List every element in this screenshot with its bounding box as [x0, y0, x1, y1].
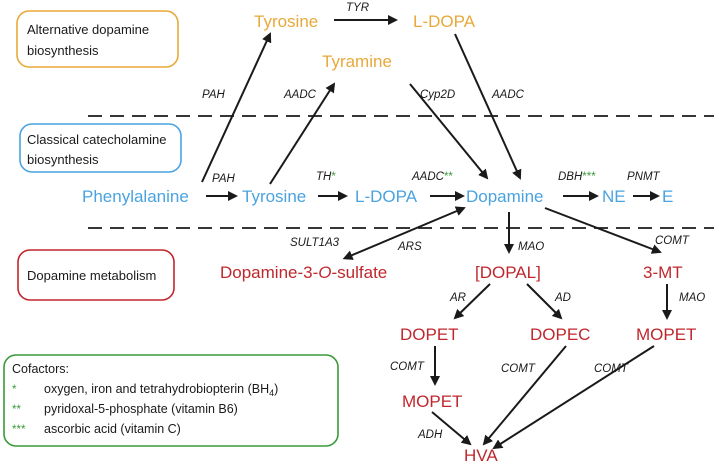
arrow-tyramine-to-dopamine — [409, 83, 489, 180]
alternative-section-box — [16, 10, 179, 68]
node-tyrosine: Tyrosine — [242, 187, 306, 206]
arrow-dopamine-sulfate-bidirectional — [342, 206, 466, 260]
enzyme-dbh: DBH*** — [558, 171, 596, 183]
alternative-label-line1: Alternative dopamine — [27, 22, 149, 37]
node-ldopa: L-DOPA — [355, 187, 418, 206]
node-tyrosine-alt: Tyrosine — [254, 12, 318, 31]
cofactor-3-stars: *** — [12, 424, 26, 436]
arrow-dopal-to-dopec — [526, 283, 563, 320]
cofactor-2-stars: ** — [12, 404, 21, 416]
enzyme-mao-1: MAO — [518, 241, 544, 253]
enzyme-comt-3: COMT — [501, 363, 536, 375]
cofactor-2-text: pyridoxal-5-phosphate (vitamin B6) — [44, 402, 238, 416]
arrow-phenylalanine-to-tyrosine-alt — [201, 32, 272, 183]
arrow-mopet-left-to-hva — [431, 411, 472, 446]
node-mopet-left: MOPET — [402, 392, 462, 411]
enzyme-tyr: TYR — [346, 2, 369, 14]
node-dopamine: Dopamine — [466, 187, 544, 206]
arrow-dopal-to-dopet — [453, 283, 491, 320]
node-phenylalanine: Phenylalanine — [82, 187, 189, 206]
enzyme-comt-2: COMT — [390, 361, 425, 373]
node-hva: HVA — [464, 446, 498, 463]
enzyme-ar: AR — [449, 292, 466, 304]
cofactors-title: Cofactors: — [12, 362, 69, 376]
enzyme-ad: AD — [554, 292, 571, 304]
arrow-ldopa-alt-to-dopamine — [454, 33, 522, 180]
enzyme-cyp2d: Cyp2D — [420, 89, 455, 101]
enzyme-comt-4: COMT — [594, 363, 629, 375]
alternative-label-line2: biosynthesis — [27, 43, 99, 58]
metabolism-label: Dopamine metabolism — [27, 268, 156, 283]
node-e: E — [662, 187, 673, 206]
node-dopamine-3-o-sulfate: Dopamine-3-O-sulfate — [220, 263, 387, 282]
classical-label-line2: biosynthesis — [27, 152, 99, 167]
arrow-mopet-right-to-hva — [492, 345, 655, 450]
enzyme-comt-1: COMT — [655, 235, 690, 247]
node-3mt: 3-MT — [643, 263, 683, 282]
enzyme-pah: PAH — [212, 173, 235, 185]
enzyme-ars: ARS — [397, 241, 422, 253]
enzyme-aadc: AADC** — [411, 171, 453, 183]
arrow-dopec-to-hva — [482, 345, 567, 446]
enzyme-pnmt: PNMT — [627, 171, 661, 183]
arrow-dopamine-to-3mt — [544, 207, 662, 254]
enzyme-aadc-alt1: AADC — [283, 89, 317, 101]
enzyme-pah-alt: PAH — [202, 89, 225, 101]
node-dopec: DOPEC — [530, 325, 590, 344]
metabolism-section-box — [17, 249, 175, 301]
cofactor-1-text: oxygen, iron and tetrahydrobiopterin (BH… — [44, 382, 278, 398]
classical-label-line1: Classical catecholamine — [27, 132, 166, 147]
node-ne: NE — [602, 187, 626, 206]
enzyme-adh: ADH — [417, 429, 443, 441]
enzyme-th: TH* — [316, 171, 336, 183]
enzyme-sult1a3: SULT1A3 — [290, 237, 340, 249]
node-dopal: [DOPAL] — [475, 263, 541, 282]
node-ldopa-alt: L-DOPA — [413, 12, 476, 31]
node-dopet: DOPET — [400, 325, 459, 344]
node-tyramine: Tyramine — [322, 52, 392, 71]
enzyme-mao-2: MAO — [679, 292, 705, 304]
enzyme-aadc-alt2: AADC — [491, 89, 525, 101]
cofactor-3-text: ascorbic acid (vitamin C) — [44, 422, 181, 436]
node-mopet-right: MOPET — [636, 325, 696, 344]
cofactors-box — [3, 354, 339, 447]
cofactor-1-stars: * — [12, 384, 17, 396]
arrow-tyrosine-to-tyramine — [269, 82, 336, 185]
classical-section-box — [19, 123, 182, 173]
